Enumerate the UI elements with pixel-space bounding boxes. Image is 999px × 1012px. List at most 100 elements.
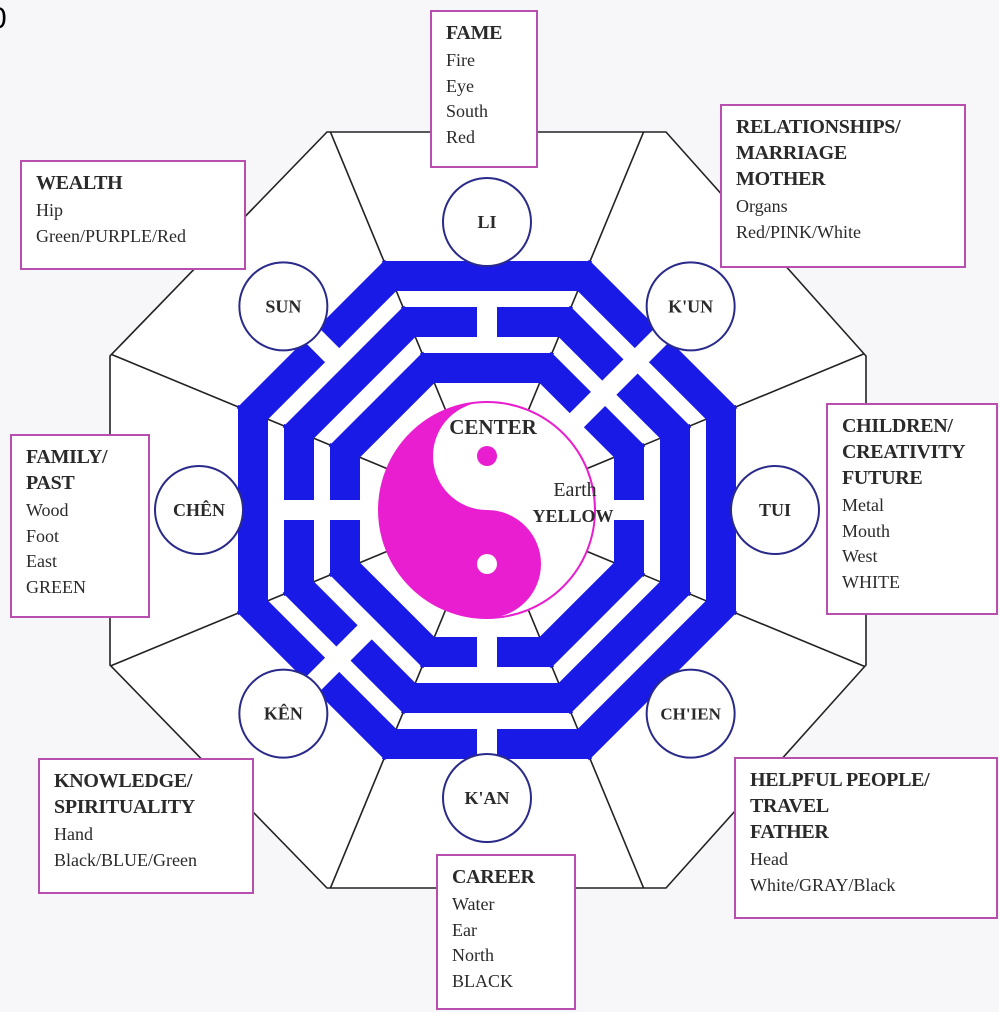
yin-yang-symbol: CENTER Earth YELLOW: [378, 401, 614, 619]
area-title: FAMILY/ PAST: [26, 446, 108, 494]
area-attribute: Red/PINK/White: [736, 221, 861, 242]
yang-eye: [477, 446, 497, 466]
yin-half: [379, 402, 541, 618]
area-box-fame: FAME Fire Eye South Red: [430, 10, 538, 168]
trigram-circle-ken: [238, 668, 329, 759]
area-attribute: Eye: [446, 75, 474, 96]
trigram-circle-li: [442, 177, 532, 267]
trigram-circle-kun: [645, 261, 736, 352]
trigram-line: [400, 683, 574, 713]
trigram-label-li: LI: [477, 212, 496, 232]
area-attribute: Fire: [446, 50, 475, 70]
trigram-line: [330, 520, 360, 578]
trigram-circle-chien: [645, 668, 736, 759]
area-attributes: Hand Black/BLUE/Green: [54, 822, 242, 873]
center-color: YELLOW: [532, 506, 613, 526]
area-box-knowledge: KNOWLEDGE/ SPIRITUALITY Hand Black/BLUE/…: [38, 758, 254, 894]
area-box-wealth: WEALTH Hip Green/PURPLE/Red: [20, 160, 246, 270]
trigram-tui: [614, 404, 736, 616]
trigram-kan: [381, 637, 593, 759]
area-attribute: Water: [452, 894, 495, 914]
trigram-line: [330, 442, 360, 500]
trigram-line: [318, 259, 398, 349]
trigram-line: [557, 580, 692, 715]
area-attribute: White/GRAY/Black: [750, 874, 896, 895]
trigram-line: [419, 637, 477, 667]
yin-eye: [477, 554, 497, 574]
trigram-line: [350, 639, 417, 715]
area-title: HELPFUL PEOPLE/ TRAVEL FATHER: [750, 769, 930, 843]
trigram-line: [538, 351, 591, 414]
trigram-line: [284, 423, 314, 500]
trigram-line: [282, 305, 417, 440]
area-attribute: Foot: [26, 525, 60, 546]
trigram-label-tui: TUI: [759, 500, 791, 520]
trigram-line: [400, 307, 477, 337]
trigram-line: [419, 353, 555, 383]
trigram-circle-chen: [154, 465, 244, 555]
trigram-bars: [236, 259, 738, 761]
trigram-line: [614, 520, 644, 578]
trigram-label-chien: CH'IEN: [660, 705, 721, 724]
area-title: CAREER: [452, 866, 535, 888]
area-box-helpful-people: HELPFUL PEOPLE/ TRAVEL FATHER Head White…: [734, 757, 998, 919]
trigram-line: [381, 729, 477, 759]
trigram-line: [557, 305, 624, 381]
trigram-line: [328, 351, 436, 459]
trigram-label-kan: K'AN: [465, 788, 510, 808]
trigram-line: [282, 580, 358, 647]
area-title: KNOWLEDGE/ SPIRITUALITY: [54, 770, 195, 818]
trigram-line: [583, 406, 646, 459]
trigram-chien: [538, 561, 738, 761]
trigram-label-sun: SUN: [265, 296, 301, 316]
trigram-circle-tui: [730, 465, 820, 555]
trigram-line: [706, 404, 736, 616]
area-attributes: Fire Eye South Red: [446, 48, 526, 150]
area-attributes: Water Ear North BLACK: [452, 892, 564, 994]
center-element: Earth: [553, 479, 596, 501]
area-attribute: WHITE: [842, 571, 900, 592]
trigram-kun: [538, 259, 738, 459]
trigram-line: [236, 341, 326, 421]
trigram-line: [236, 599, 326, 679]
area-attribute: Head: [750, 849, 788, 869]
trigram-line: [497, 637, 555, 667]
area-attributes: Wood Foot East GREEN: [26, 498, 138, 600]
trigram-line: [284, 520, 314, 597]
area-attributes: Head White/GRAY/Black: [750, 847, 986, 898]
trigram-line: [497, 307, 574, 337]
area-title: RELATIONSHIPS/ MARRIAGE MOTHER: [736, 116, 901, 190]
trigram-line: [381, 261, 593, 291]
area-title: WEALTH: [36, 172, 123, 194]
area-attribute: Mouth: [842, 520, 891, 541]
trigram-line: [238, 404, 268, 616]
trigram-line: [648, 341, 738, 421]
area-box-career: CAREER Water Ear North BLACK: [436, 854, 576, 1010]
trigram-line: [538, 561, 646, 669]
trigram-line: [660, 423, 690, 597]
trigram-line: [616, 373, 692, 440]
area-attribute: Wood: [26, 500, 69, 520]
trigram-sun: [236, 259, 436, 459]
area-attribute: Hip: [36, 200, 63, 220]
area-attribute: West: [842, 546, 878, 567]
area-attributes: Hip Green/PURPLE/Red: [36, 198, 234, 249]
area-title: FAME: [446, 22, 503, 44]
trigram-circle-sun: [238, 261, 329, 352]
area-attribute: East: [26, 551, 57, 572]
center-title: CENTER: [449, 415, 537, 439]
trigram-line: [614, 442, 644, 500]
area-attribute: Hand: [54, 824, 93, 844]
area-box-family: FAMILY/ PAST Wood Foot East GREEN: [10, 434, 150, 618]
trigram-line: [576, 599, 738, 761]
area-title: CHILDREN/ CREATIVITY FUTURE: [842, 415, 966, 489]
edge-mark: 0: [0, 2, 7, 36]
area-attributes: Metal Mouth West WHITE: [842, 493, 986, 595]
area-box-children: CHILDREN/ CREATIVITY FUTURE Metal Mouth …: [826, 403, 998, 615]
trigram-circle-kan: [442, 753, 532, 843]
area-attribute: Red: [446, 126, 475, 147]
trigram-line: [497, 729, 593, 759]
area-attribute: Black/BLUE/Green: [54, 849, 197, 870]
